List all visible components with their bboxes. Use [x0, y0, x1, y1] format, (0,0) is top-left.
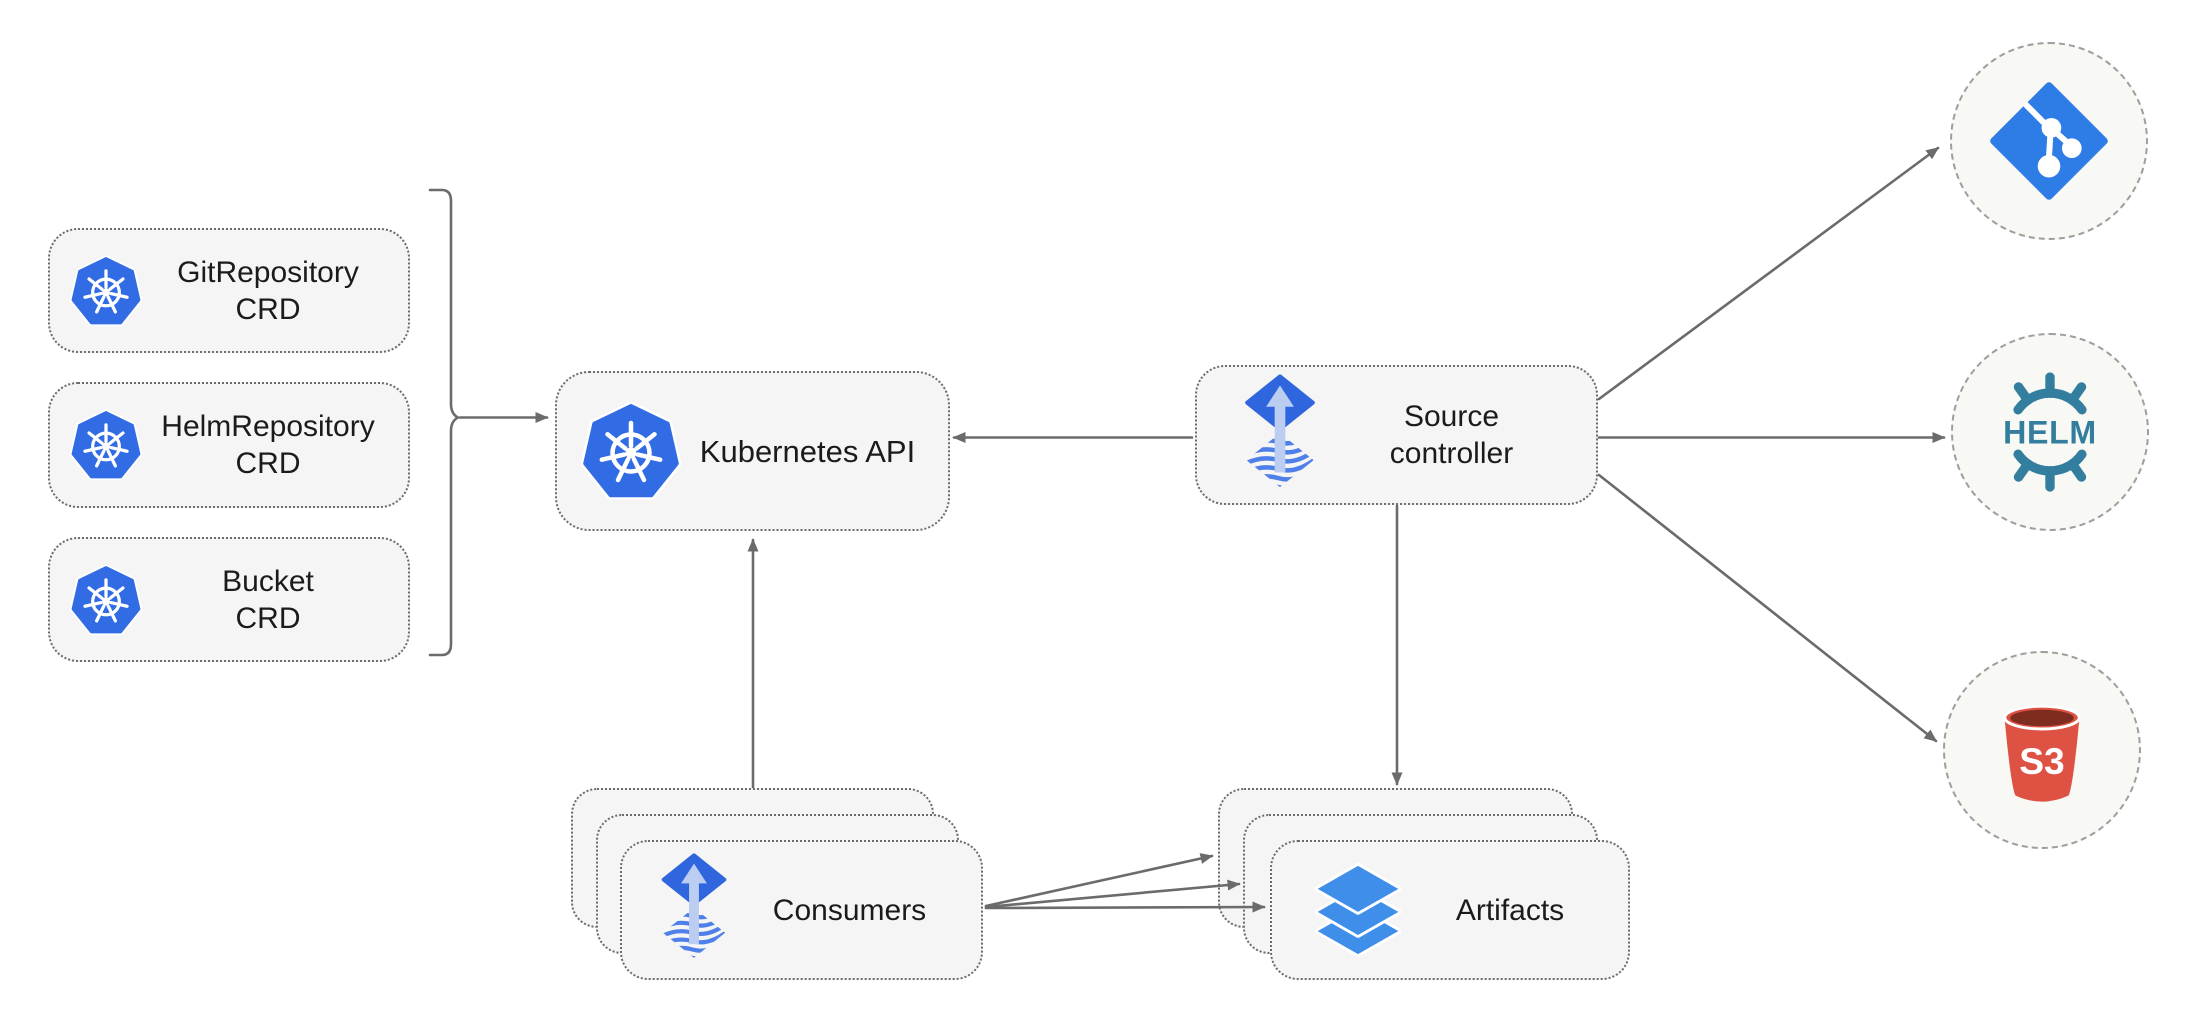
helm-wordmark: HELM — [2003, 414, 2097, 450]
kubernetes-icon — [70, 409, 142, 481]
git-icon — [1989, 81, 2109, 201]
git-endpoint-circle — [1950, 42, 2148, 240]
arrow-source-controller-to-s3 — [1597, 473, 1938, 743]
crd-box-helmrepository: HelmRepository CRD — [48, 382, 410, 508]
arrow-consumers-to-artifacts-1 — [984, 853, 1214, 908]
kubernetes-icon — [581, 401, 681, 501]
flux-icon — [656, 853, 732, 967]
kubernetes-icon — [70, 564, 142, 636]
layers-icon — [1310, 862, 1406, 958]
s3-endpoint-circle: S3 — [1943, 651, 2141, 849]
crd-box-bucket-label: Bucket CRD — [222, 564, 314, 635]
helm-endpoint-circle: HELM — [1951, 333, 2149, 531]
source-controller-label: Source controller — [1389, 400, 1514, 470]
crd-box-gitrepository-label: GitRepository CRD — [177, 255, 359, 326]
helm-icon: HELM — [1983, 365, 2117, 499]
s3-wordmark: S3 — [2019, 740, 2065, 782]
flux-icon — [1239, 374, 1321, 497]
artifacts-box: Artifacts — [1270, 840, 1630, 980]
crd-box-helmrepository-label: HelmRepository CRD — [161, 410, 375, 480]
kubernetes-api-label: Kubernetes API — [699, 433, 916, 469]
source-controller-box: Source controller — [1195, 365, 1598, 505]
crd-group-bracket — [428, 188, 460, 657]
crd-box-gitrepository: GitRepository CRD — [48, 228, 410, 353]
s3-bucket-icon: S3 — [1982, 690, 2102, 810]
arrow-consumers-to-artifacts-2 — [984, 879, 1241, 909]
kubernetes-icon — [70, 255, 142, 327]
arrow-source-controller-to-git — [1597, 146, 1940, 401]
consumers-box: Consumers — [620, 840, 983, 980]
artifacts-label: Artifacts — [1455, 893, 1565, 927]
crd-box-bucket: Bucket CRD — [48, 537, 410, 662]
consumers-label: Consumers — [772, 893, 927, 927]
kubernetes-api-box: Kubernetes API — [555, 371, 950, 531]
